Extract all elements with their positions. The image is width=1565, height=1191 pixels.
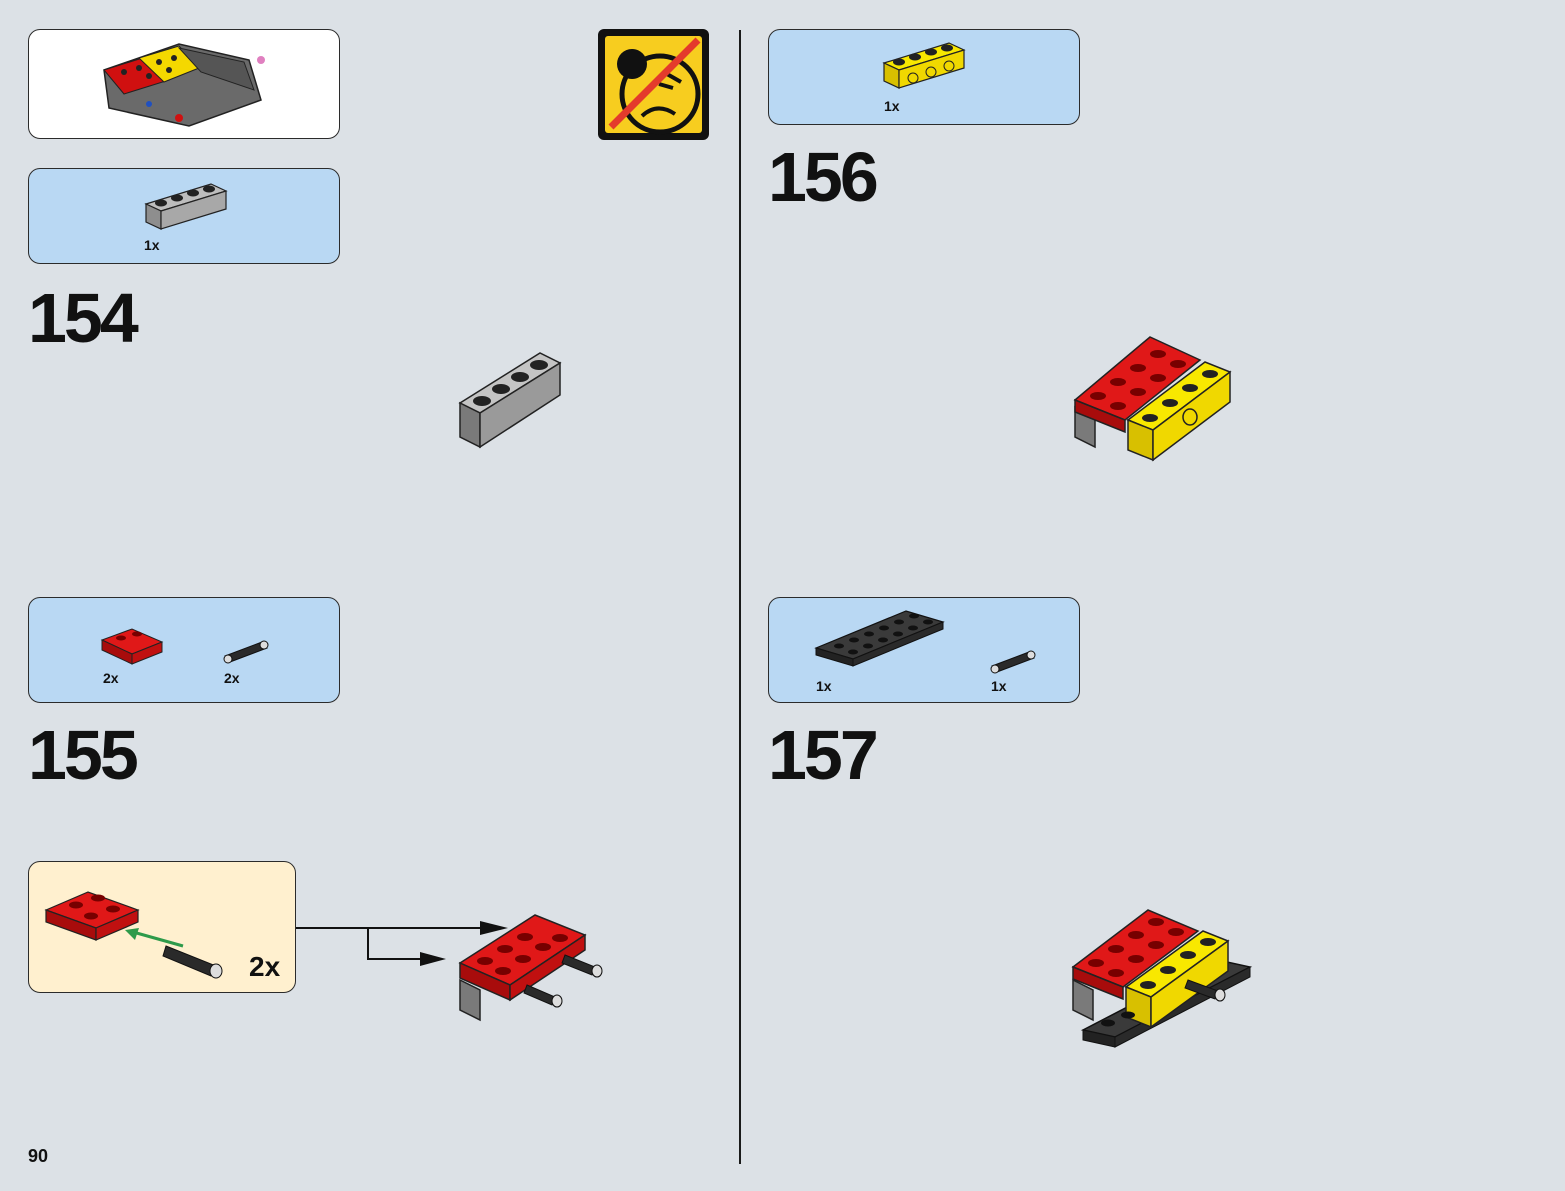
step-157-part-2-qty: 1x — [991, 678, 1007, 694]
step-154-part-1-qty: 1x — [144, 237, 160, 253]
step-155-part-2-qty: 2x — [224, 670, 240, 686]
step-156-part-1-qty: 1x — [884, 98, 900, 114]
step-155-part-1-qty: 2x — [103, 670, 119, 686]
page-number: 90 — [28, 1146, 48, 1167]
step-156-parts-box: 1x — [768, 29, 1080, 125]
model-overview-icon — [29, 30, 341, 140]
subassembly-connector-pin-icon — [161, 934, 231, 984]
yellow-technic-brick-1x4-icon — [879, 38, 979, 98]
step-157-parts-box: 1x 1x — [768, 597, 1080, 703]
red-plate-2x2-icon — [99, 626, 169, 671]
step-156-assembly-icon — [1070, 332, 1240, 467]
warning-sign — [597, 28, 710, 141]
step-154-parts-box: 1x — [28, 168, 340, 264]
black-plate-2x6-icon — [811, 608, 951, 668]
step-156-number: 156 — [768, 142, 876, 212]
step-157-assembly-icon — [1068, 905, 1253, 1065]
step-155-subassembly-box: 2x — [28, 861, 296, 993]
black-connector-pin-icon — [222, 638, 272, 668]
step-155-subassembly-qty: 2x — [249, 951, 280, 983]
step-155-parts-box: 2x 2x — [28, 597, 340, 703]
column-divider — [739, 30, 741, 1164]
model-overview-box — [28, 29, 340, 139]
black-connector-pin-icon — [989, 648, 1039, 678]
grey-brick-1x4-icon — [141, 179, 241, 239]
step-154-assembly-icon — [455, 345, 565, 455]
step-154-number: 154 — [28, 283, 136, 353]
step-157-number: 157 — [768, 720, 876, 790]
step-157-part-1-qty: 1x — [816, 678, 832, 694]
step-155-number: 155 — [28, 720, 136, 790]
no-sun-warning-icon — [597, 28, 710, 141]
step-155-assembly-icon — [455, 905, 605, 1025]
